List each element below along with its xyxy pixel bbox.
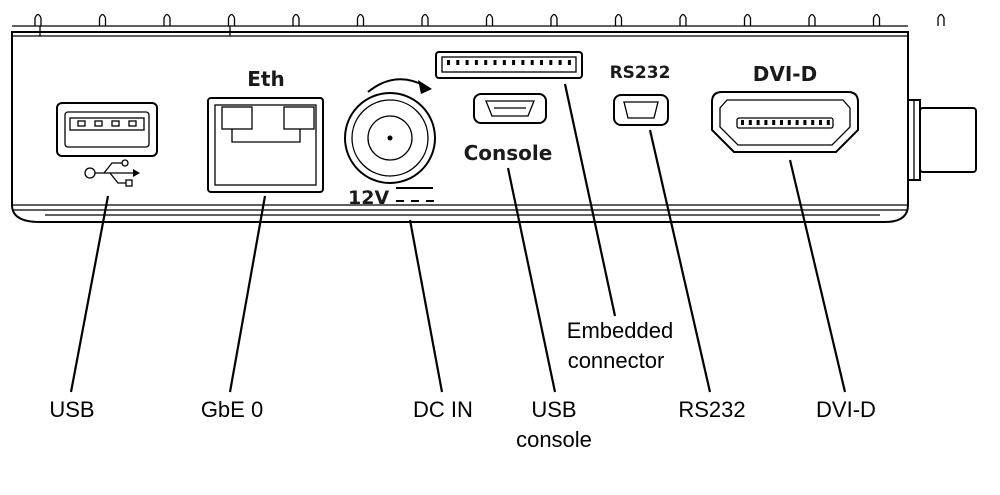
connector-pin — [484, 60, 488, 65]
dvi-pin — [819, 120, 822, 125]
usb-console-leader — [506, 167, 557, 393]
usb-callout: USB — [49, 397, 94, 422]
rs232-callout: RS232 — [678, 397, 745, 422]
fin-tab — [872, 13, 881, 26]
fin-tab — [421, 13, 429, 26]
usb-leader — [69, 195, 110, 393]
connector-pin — [549, 60, 553, 65]
rs232-panel-label: RS232 — [610, 63, 671, 83]
fin-tab — [808, 13, 816, 26]
dvi-pin — [780, 120, 783, 125]
usb-console-callout-line2: console — [516, 427, 592, 452]
console-panel-label: Console — [464, 141, 553, 165]
connector-pin — [530, 60, 534, 65]
usb-trident-icon — [84, 159, 140, 187]
gbe-callout: GbE 0 — [201, 397, 263, 422]
rotate-arrow-icon — [367, 78, 432, 94]
connector-pin — [456, 60, 460, 65]
fin-tab — [485, 13, 494, 26]
connector-pin — [493, 60, 497, 65]
dvi-leader — [788, 159, 847, 393]
dvi-pin — [756, 120, 760, 125]
dvi-callout: DVI-D — [816, 397, 876, 422]
connector-pin — [447, 60, 450, 65]
dvi-pin — [811, 120, 815, 125]
fin-tab — [679, 13, 687, 26]
rs232-leader — [648, 129, 712, 393]
connector-pin — [502, 60, 506, 65]
embedded-leader — [563, 83, 617, 317]
side-power-plug — [907, 99, 977, 181]
ethernet-port — [207, 97, 324, 193]
dvi-panel-label: DVI-D — [753, 62, 817, 86]
dc-symbol-icon — [396, 187, 434, 202]
dcin-leader — [408, 219, 444, 393]
dvi-pin — [748, 120, 752, 125]
dvi-port — [711, 91, 859, 153]
eth-panel-label: Eth — [247, 67, 284, 91]
embedded-callout-line1: Embedded — [567, 318, 673, 343]
dvi-pin — [741, 120, 744, 125]
dvi-pin — [826, 120, 830, 125]
fin-tab — [356, 13, 365, 26]
dvi-pin — [772, 120, 776, 125]
fin-tab — [34, 13, 42, 26]
volt-panel-label: 12V — [348, 187, 389, 209]
usb-console-callout-line1: USB — [531, 397, 576, 422]
connector-pin — [465, 60, 469, 65]
dc-jack — [344, 92, 436, 184]
fin-tab — [292, 13, 300, 26]
fin-tab — [227, 13, 236, 26]
dcin-callout: DC IN — [413, 397, 473, 422]
fin-tab — [163, 13, 171, 26]
dvi-pin — [803, 120, 807, 125]
cooling-fins — [34, 13, 945, 26]
rs232-port — [613, 94, 669, 126]
chassis — [11, 25, 909, 223]
connector-pin — [512, 60, 516, 65]
dvi-pin — [764, 120, 768, 125]
embedded-connector — [435, 51, 583, 79]
gbe-leader — [228, 195, 267, 393]
connector-pin — [474, 60, 478, 65]
dvi-pin — [795, 120, 799, 125]
fin-tab — [550, 13, 558, 26]
micro-usb-console-port — [473, 93, 547, 124]
fin-tab — [937, 13, 945, 26]
connector-pin — [521, 60, 525, 65]
usb-port — [56, 102, 158, 157]
embedded-callout-line2: connector — [568, 348, 665, 373]
fin-tab — [743, 13, 752, 26]
fin-tab — [98, 13, 107, 26]
connector-pin — [558, 60, 562, 65]
leader-lines — [69, 83, 847, 393]
connector-pin — [540, 60, 543, 65]
fin-tab — [614, 13, 623, 26]
callout-labels: USB GbE 0 DC IN USB console Embedded con… — [49, 318, 876, 452]
connector-pin — [567, 60, 571, 65]
dvi-pin — [787, 120, 791, 125]
